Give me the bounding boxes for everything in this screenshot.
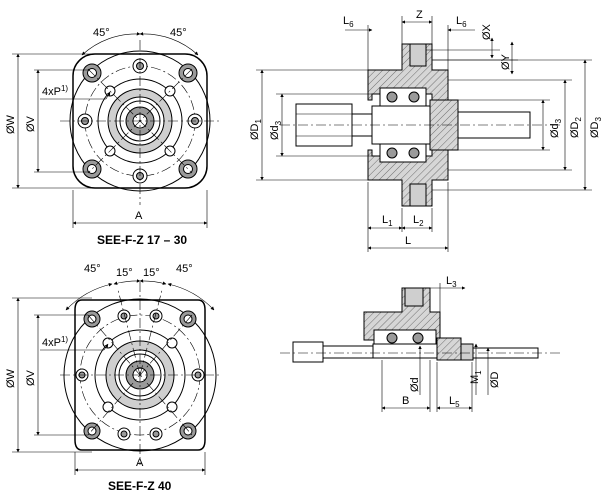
dim-L3: L3 (446, 275, 457, 289)
dim-L1: L1 (382, 214, 393, 228)
dim-Z: Z (416, 9, 423, 21)
dim-L5: L5 (449, 395, 460, 409)
flange-front-view-bottom: 45° 15° 15° 45° 4xP1) ØW ØV A SEE-F-Z 40 (5, 263, 220, 493)
dim-L2: L2 (413, 214, 424, 228)
locknut (436, 337, 462, 361)
bolt (404, 287, 424, 307)
angle-label-inner-right: 15° (143, 267, 160, 279)
dim-d: Ød (409, 377, 421, 392)
angle-label-right: 45° (176, 263, 193, 275)
angle-label-right: 45° (170, 27, 187, 39)
dim-D2: ØD2 (569, 117, 583, 139)
mounting-holes (75, 309, 205, 441)
view-caption-bottom: SEE-F-Z 40 (108, 479, 172, 493)
dim-W-label: ØW (5, 114, 17, 134)
dim-D1: ØD1 (249, 119, 263, 141)
dim-M1: M1 (469, 370, 483, 384)
dim-d3-left: Ød3 (269, 120, 283, 140)
dim-B: B (402, 395, 409, 407)
section-view-bottom: L3 Ød M1 ØD B L5 (280, 275, 560, 412)
angle-label-left: 45° (84, 263, 101, 275)
dim-d3-right: Ød3 (549, 118, 563, 138)
view-caption-top: SEE-F-Z 17 – 30 (97, 233, 187, 247)
dim-D3: ØD3 (589, 117, 603, 139)
dim-D: ØD (489, 371, 501, 388)
section-view-top: L6 Z L6 ØX ØY ØD1 Ød3 Ød3 ØD2 (249, 9, 603, 252)
dim-L: L (405, 235, 411, 247)
shaft-left (292, 341, 324, 363)
dim-V-label: ØV (25, 369, 37, 386)
hole-count-label: 4xP1) (42, 335, 68, 349)
dim-X: ØX (481, 23, 493, 40)
dim-L6-right: L6 (456, 15, 467, 29)
dim-A-label: A (136, 457, 144, 469)
dim-A-label: A (135, 210, 143, 222)
dim-V-label: ØV (25, 115, 37, 132)
dim-Y: ØY (500, 53, 512, 70)
angle-label-left: 45° (93, 27, 110, 39)
bolt-upper (409, 43, 427, 67)
flange-front-view-top: 45° 45° 4xP1) ØW ØV A SEE-F-Z 17 – 30 (5, 27, 220, 247)
dim-L6-left: L6 (343, 15, 354, 29)
p-holes (102, 337, 178, 413)
hole-count-label: 4xP1) (42, 84, 68, 98)
angle-label-inner-left: 15° (116, 267, 133, 279)
dim-W-label: ØW (5, 368, 17, 388)
bolt-lower (409, 183, 427, 207)
